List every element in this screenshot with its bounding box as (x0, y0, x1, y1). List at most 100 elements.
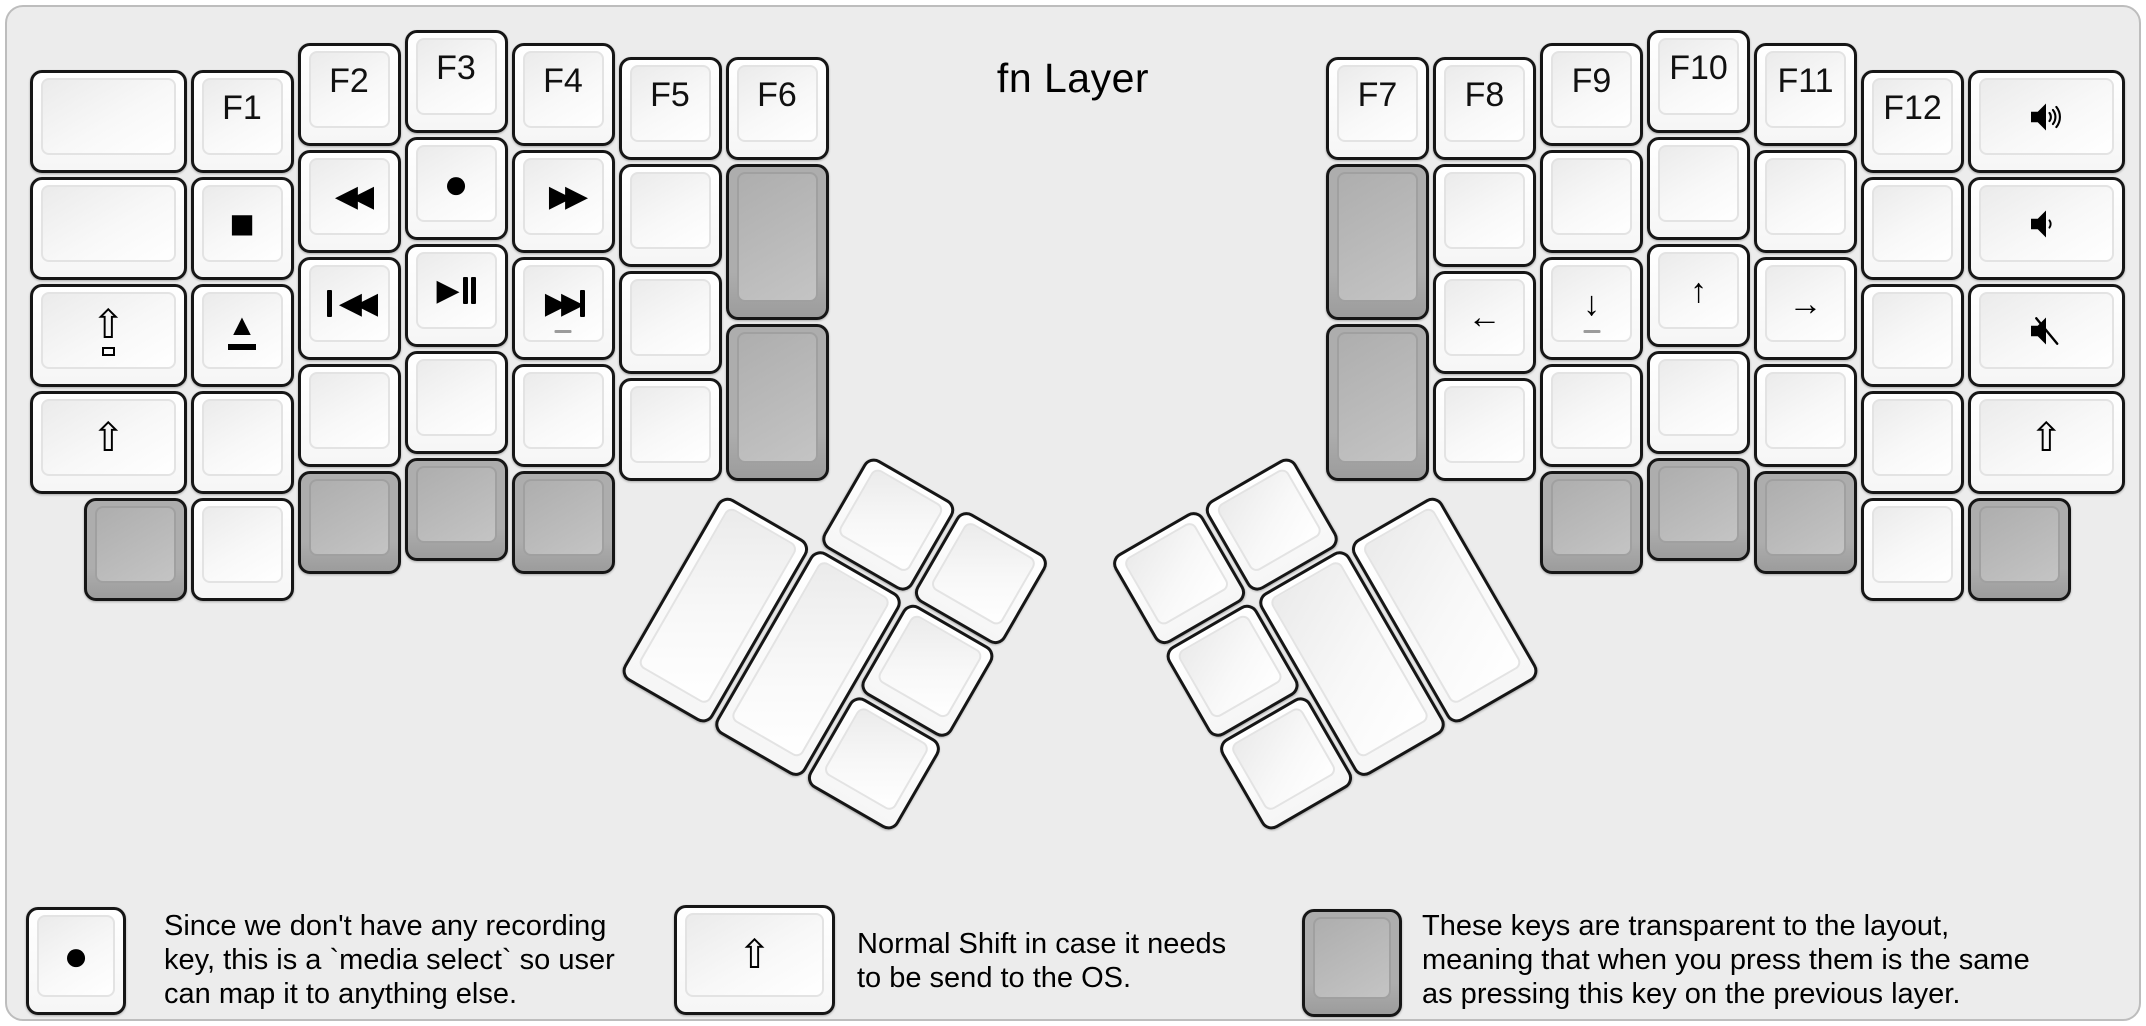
homing-bump (1583, 330, 1600, 334)
keycap-surface (1872, 292, 1953, 370)
key-f4[interactable]: F4 (511, 43, 615, 147)
key-label: F9 (1571, 62, 1612, 101)
key-label: F1 (222, 89, 262, 128)
key-transparent-r-b2[interactable] (1647, 458, 1750, 561)
key-blank-r-b4[interactable] (1861, 498, 1964, 602)
key-arrow-right[interactable]: → (1754, 257, 1857, 361)
keycap-surface (1337, 171, 1418, 303)
key-blank-l-c0-r0[interactable] (30, 70, 187, 174)
key-blank-l-c5-r1[interactable] (618, 163, 722, 267)
key-transparent-l-b5[interactable] (511, 471, 615, 575)
keycap-surface: F5 (629, 64, 711, 142)
key-transparent-r-b1[interactable] (1540, 471, 1643, 575)
key-blank-r-c3-r3[interactable] (1647, 351, 1750, 454)
keycap-surface (1979, 506, 2060, 584)
keycap-surface (415, 466, 497, 543)
key-blank-r-c3-r1[interactable] (1647, 137, 1750, 240)
key-arrow-up[interactable]: ↑ (1647, 244, 1750, 347)
keycap-surface (1444, 171, 1525, 249)
legend-line: These keys are transparent to the layout… (1422, 910, 1950, 942)
key-transparent-r-b3[interactable] (1754, 471, 1857, 575)
key-transparent-r-b5[interactable] (1968, 498, 2071, 602)
key-stop[interactable]: ■ (190, 177, 294, 281)
key-play-pause[interactable]: ▶ (404, 244, 508, 347)
key-caps-shift[interactable]: ⇧ (30, 284, 187, 388)
key-blank-r-c4-r1[interactable] (1754, 150, 1857, 254)
keycap-surface (1979, 78, 2114, 156)
key-blank-l-c2-r3[interactable] (297, 364, 401, 468)
keycap-surface (1872, 185, 1953, 263)
key-f5[interactable]: F5 (618, 56, 722, 160)
key-shift-left[interactable]: ⇧ (30, 391, 187, 495)
key-blank-r-c4-r3[interactable] (1754, 364, 1857, 468)
key-blank-l-c1-r3[interactable] (190, 391, 294, 495)
key-blank-l-b2[interactable] (190, 498, 294, 602)
key-f9[interactable]: F9 (1540, 43, 1643, 147)
key-transparent-l-b1[interactable] (83, 498, 187, 602)
key-transparent-r-inner-2[interactable] (1326, 324, 1429, 481)
key-f2[interactable]: F2 (297, 43, 401, 147)
legend-text-transparent: These keys are transparent to the layout… (1422, 909, 2030, 1011)
key-volume-mute[interactable] (1968, 284, 2125, 388)
keycap-surface (201, 506, 283, 584)
key-volume-down[interactable] (1968, 177, 2125, 281)
legend-line: to be send to the OS. (857, 962, 1132, 994)
key-blank-r-c5-r3[interactable] (1861, 391, 1964, 495)
keycap-surface: ● (37, 915, 115, 997)
stop-icon: ■ (229, 199, 255, 247)
caps-lock-shift-icon: ⇧ (91, 305, 125, 357)
key-f7[interactable]: F7 (1326, 56, 1429, 160)
key-f1[interactable]: F1 (190, 70, 294, 174)
key-blank-l-c5-r2[interactable] (618, 270, 722, 374)
shift-icon: ⇧ (737, 933, 772, 977)
key-prev-track[interactable]: ◀◀ (297, 257, 401, 361)
key-legend-transparent-key (1302, 909, 1402, 1017)
key-blank-r-c2-r3[interactable] (1540, 364, 1643, 468)
key-f10[interactable]: F10 (1647, 30, 1750, 133)
record-icon: ● (63, 932, 89, 979)
legend-line: meaning that when you press them is the … (1422, 944, 2030, 976)
key-record[interactable]: ● (404, 137, 508, 240)
key-next-track[interactable]: ▶▶ (511, 257, 615, 361)
key-blank-r-c1-r1[interactable] (1433, 163, 1536, 267)
key-blank-l-c4-r3[interactable] (511, 364, 615, 468)
key-blank-l-c0-r1[interactable] (30, 177, 187, 281)
keycap-surface: F12 (1872, 78, 1953, 156)
key-shift-right[interactable]: ⇧ (1968, 391, 2125, 495)
key-f12[interactable]: F12 (1861, 70, 1964, 174)
key-blank-l-c5-r3[interactable] (618, 377, 722, 481)
key-arrow-down[interactable]: ↓ (1540, 257, 1643, 361)
key-blank-r-c1-r3[interactable] (1433, 377, 1536, 481)
key-blank-r-c5-r2[interactable] (1861, 284, 1964, 388)
key-blank-r-c2-r1[interactable] (1540, 150, 1643, 254)
keycap-surface: ▲ (201, 292, 283, 370)
key-transparent-r-inner-1[interactable] (1326, 163, 1429, 321)
key-label: F6 (757, 75, 797, 114)
key-arrow-left[interactable]: ← (1433, 270, 1536, 374)
keycap-surface: ⇧ (41, 399, 176, 477)
key-f11[interactable]: F11 (1754, 43, 1857, 147)
key-transparent-l-b4[interactable] (404, 458, 508, 561)
key-rewind[interactable]: ◀◀ (297, 150, 401, 254)
key-blank-l-c3-r3[interactable] (404, 351, 508, 454)
key-blank-r-c5-r1[interactable] (1861, 177, 1964, 281)
keycap-surface: F11 (1765, 51, 1846, 129)
key-fast-forward[interactable]: ▶▶ (511, 150, 615, 254)
key-f6[interactable]: F6 (725, 56, 829, 160)
keycap-surface (1872, 506, 1953, 584)
legend-line: Since we don't have any recording (164, 910, 607, 942)
keycap-surface (1979, 292, 2114, 370)
key-volume-up[interactable] (1968, 70, 2125, 174)
key-f8[interactable]: F8 (1433, 56, 1536, 160)
keycap-surface (629, 385, 711, 463)
keycap-surface: F10 (1658, 38, 1739, 115)
key-transparent-l-inner-1[interactable] (725, 163, 829, 321)
key-eject[interactable]: ▲ (190, 284, 294, 388)
key-label: F3 (436, 49, 476, 87)
keycap-surface (1765, 479, 1846, 557)
keycap-surface: F4 (522, 51, 604, 129)
key-f3[interactable]: F3 (404, 30, 508, 133)
key-transparent-l-b3[interactable] (297, 471, 401, 575)
key-transparent-l-inner-2[interactable] (725, 324, 829, 481)
key-label: F2 (329, 62, 369, 101)
